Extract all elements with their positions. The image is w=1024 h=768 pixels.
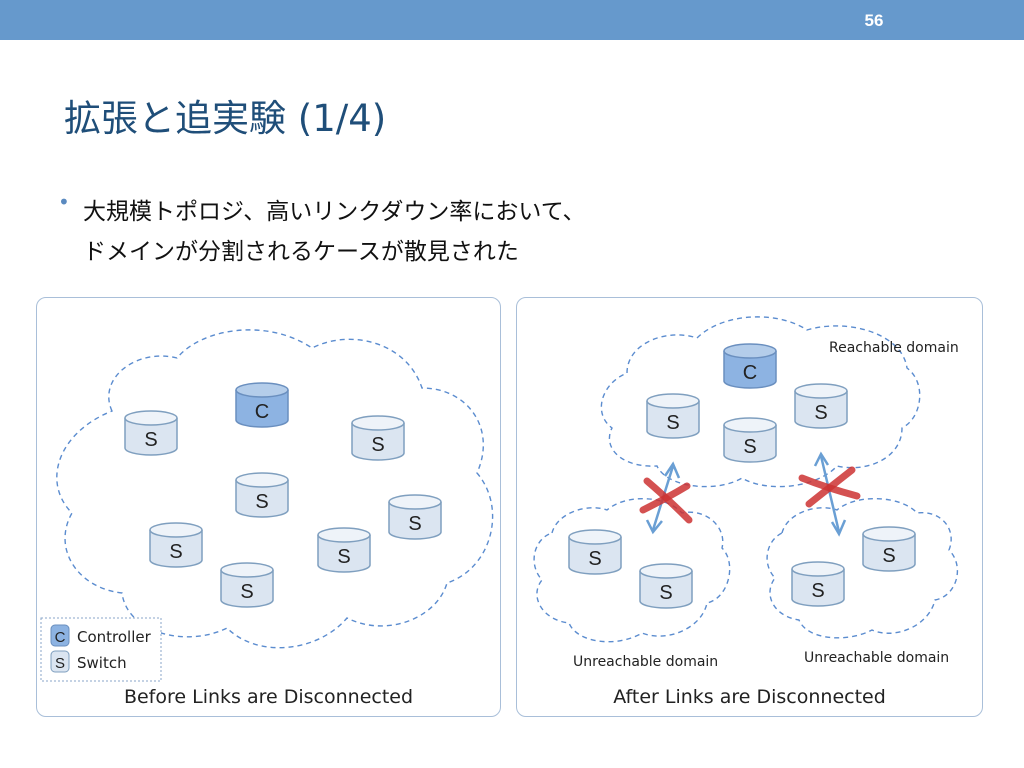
node-label: S	[814, 402, 827, 424]
switch-node: S	[149, 522, 203, 568]
switch-node: S	[639, 563, 693, 609]
unreachable-right-label: Unreachable domain	[804, 650, 949, 666]
legend-controller-swatch	[50, 624, 70, 647]
broken-link-right	[798, 451, 861, 537]
unreachable-left-cloud	[533, 498, 731, 643]
node-label: S	[337, 546, 350, 568]
after-diagram: Reachable domain Unreachable domain Unre…	[533, 316, 959, 670]
slide-title: 拡張と追実験 (1/4)	[64, 97, 387, 140]
node-label: S	[659, 582, 672, 604]
before-caption: Before Links are Disconnected	[123, 686, 414, 708]
legend-controller-symbol: C	[55, 629, 66, 646]
switch-node: S	[220, 562, 274, 608]
switch-node: S	[124, 410, 178, 456]
controller-node: C	[723, 343, 777, 389]
switch-node: S	[568, 529, 622, 575]
node-label: S	[882, 545, 895, 567]
node-label: S	[144, 429, 157, 451]
bullet-line-1: 大規模トポロジ、高いリンクダウン率において、	[83, 199, 586, 225]
switch-node: S	[351, 415, 405, 461]
legend-controller-label: Controller	[77, 628, 152, 646]
node-label: S	[588, 548, 601, 570]
node-label: S	[408, 513, 421, 535]
node-label: S	[255, 491, 268, 513]
node-label: S	[811, 580, 824, 602]
node-label: S	[240, 581, 253, 603]
before-diagram: S C S S S S S S C Controller S Switch	[40, 329, 494, 682]
network-cloud	[56, 329, 494, 649]
after-panel: Reachable domain Unreachable domain Unre…	[516, 297, 983, 717]
unreachable-right-cloud	[766, 498, 959, 639]
switch-node: S	[794, 383, 848, 429]
legend-switch-swatch	[50, 650, 70, 673]
node-label: S	[371, 434, 384, 456]
node-label: S	[666, 412, 679, 434]
node-label: S	[743, 436, 756, 458]
switch-node: S	[235, 472, 289, 518]
switch-node: S	[388, 494, 442, 540]
legend-switch-label: Switch	[77, 654, 127, 672]
page-number: 56	[864, 11, 884, 30]
broken-link-left	[639, 461, 693, 535]
switch-node: S	[862, 526, 916, 572]
unreachable-left-label: Unreachable domain	[573, 654, 718, 670]
reachable-domain-cloud	[600, 316, 921, 488]
after-caption: After Links are Disconnected	[613, 686, 886, 708]
controller-node: C	[235, 382, 289, 428]
node-label: C	[743, 362, 757, 384]
bullet-line-2: ドメインが分割されるケースが散見された	[83, 239, 519, 265]
switch-node: S	[791, 561, 845, 607]
top-bar	[0, 0, 1024, 40]
switch-node: S	[723, 417, 777, 463]
before-panel: S C S S S S S S C Controller S Switch Be…	[36, 297, 501, 717]
switch-node: S	[646, 393, 700, 439]
node-label: S	[169, 541, 182, 563]
node-label: C	[255, 401, 269, 423]
legend-switch-symbol: S	[55, 655, 65, 672]
reachable-domain-label: Reachable domain	[829, 340, 959, 356]
bullet-dot-icon: •	[58, 190, 70, 214]
switch-node: S	[317, 527, 371, 573]
